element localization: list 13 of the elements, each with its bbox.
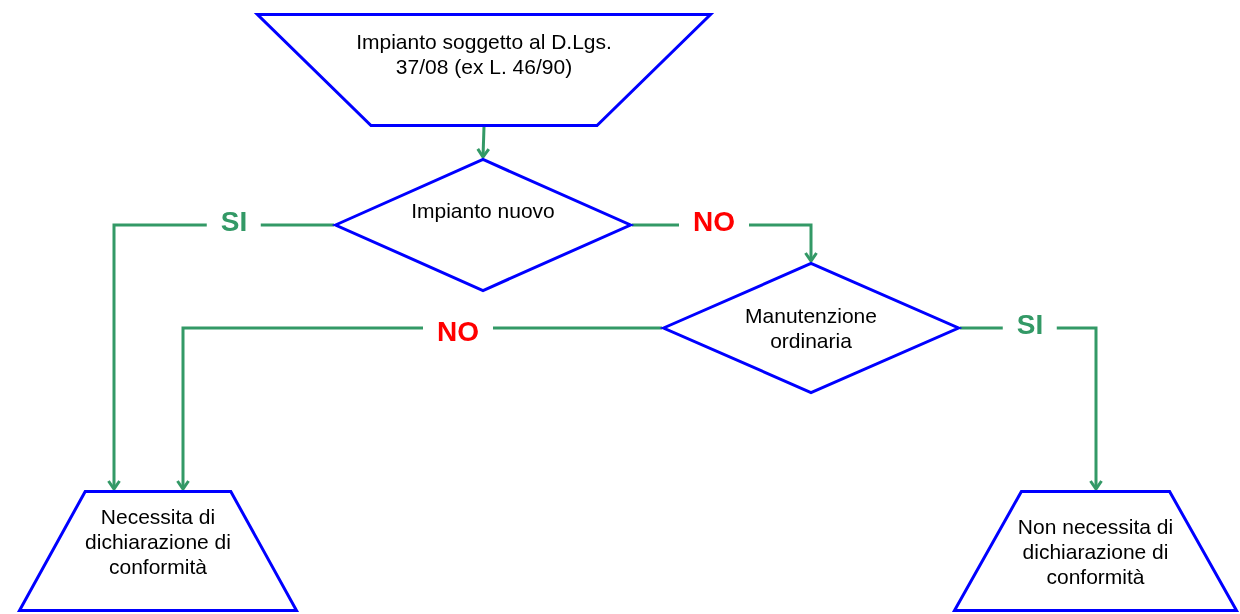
- decision-diamond: [662, 262, 960, 394]
- flow-arrow: [476, 126, 491, 159]
- node-text: Non necessita di dichiarazione di conformità: [1016, 514, 1175, 590]
- node-text: Impianto soggetto al D.Lgs. 37/08 (ex L. 46/90): [355, 29, 613, 80]
- node-text: Manutenzione ordinaria: [744, 302, 878, 354]
- node-text: Impianto nuovo: [410, 198, 556, 224]
- input-trapezoid: [256, 13, 712, 127]
- flow-arrow: [176, 326, 662, 491]
- flow-arrow: [107, 223, 334, 491]
- outcome-trapezoid: [18, 490, 298, 612]
- outcome-trapezoid: [953, 490, 1238, 612]
- node-text: Necessita di dichiarazione di conformità: [84, 504, 232, 580]
- decision-diamond: [334, 158, 632, 292]
